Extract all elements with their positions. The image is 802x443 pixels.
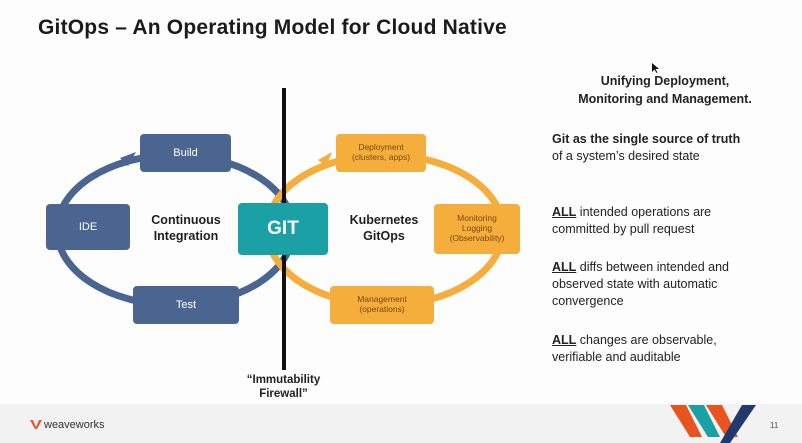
source-of-truth-bold: Git as the single source of truth [552,132,741,146]
ci-loop-arrowhead [120,152,136,166]
ci-label-line1: Continuous [151,213,221,227]
test-node-label: Test [175,298,197,311]
all-emphasis: ALL [552,205,577,219]
headline-line2: Monitoring and Management. [578,92,752,107]
bullet-point: ALL changes are observable, verifiable a… [552,332,717,366]
deployment-node: Deployment (clusters, apps) [336,134,426,172]
monitoring-node: Monitoring Logging (Observability) [434,204,520,254]
source-of-truth-block: Git as the single source of truth of a s… [552,131,740,165]
kubernetes-gitops-label: Kubernetes GitOps [334,212,434,245]
all-emphasis: ALL [552,260,577,274]
management-node-line2: (operations) [359,304,405,314]
build-node: Build [140,134,231,172]
source-of-truth-text: of a system’s desired state [552,148,700,163]
bullet-point: ALL diffs between intended and observed … [552,259,729,310]
ide-node-label: IDE [78,220,98,233]
monitoring-node-line1: Monitoring [457,213,497,224]
weaveworks-w-mark-icon [670,405,756,443]
point-text: intended operations are [576,205,712,219]
management-node-line1: Management [357,294,407,305]
management-node: Management (operations) [330,286,434,324]
point-text-line2: observed state with automatic [552,276,718,291]
continuous-integration-label: Continuous Integration [136,212,236,245]
ci-label-line2: Integration [153,229,219,244]
firewall-line2: Firewall” [259,388,308,401]
point-text-line2: verifiable and auditable [552,349,681,364]
k8s-label-line2: GitOps [363,229,405,244]
weaveworks-brand: weaveworks [44,419,105,431]
firewall-line1: “Immutability [246,374,321,386]
git-node: GIT [238,203,328,255]
mouse-cursor-icon [652,63,659,73]
point-text-line3: convergence [552,293,624,308]
slide-footer [0,404,802,443]
point-text-line2: committed by pull request [552,221,695,236]
k8s-label-line1: Kubernetes [349,213,419,227]
ide-node: IDE [46,204,130,250]
build-node-label: Build [173,146,198,159]
monitoring-node-line3: (Observability) [449,232,505,243]
monitoring-node-line2: Logging [461,223,493,234]
bullet-point: ALL intended operations are committed by… [552,204,711,238]
weaveworks-logo-icon [30,420,42,429]
point-text: diffs between intended and [576,260,729,274]
gitops-loop-arrowhead [318,152,332,166]
immutability-firewall-label: “Immutability Firewall” [226,373,341,402]
headline-line1: Unifying Deployment, [600,74,730,88]
point-text: changes are observable, [576,333,717,347]
deployment-node-line2: (clusters, apps) [351,152,411,162]
all-emphasis: ALL [552,333,577,347]
test-node: Test [133,286,239,324]
slide-title: GitOps – An Operating Model for Cloud Na… [38,16,507,39]
deployment-node-line1: Deployment [358,142,404,153]
right-panel-headline: Unifying Deployment, Monitoring and Mana… [540,72,790,108]
page-number: 11 [770,421,779,430]
